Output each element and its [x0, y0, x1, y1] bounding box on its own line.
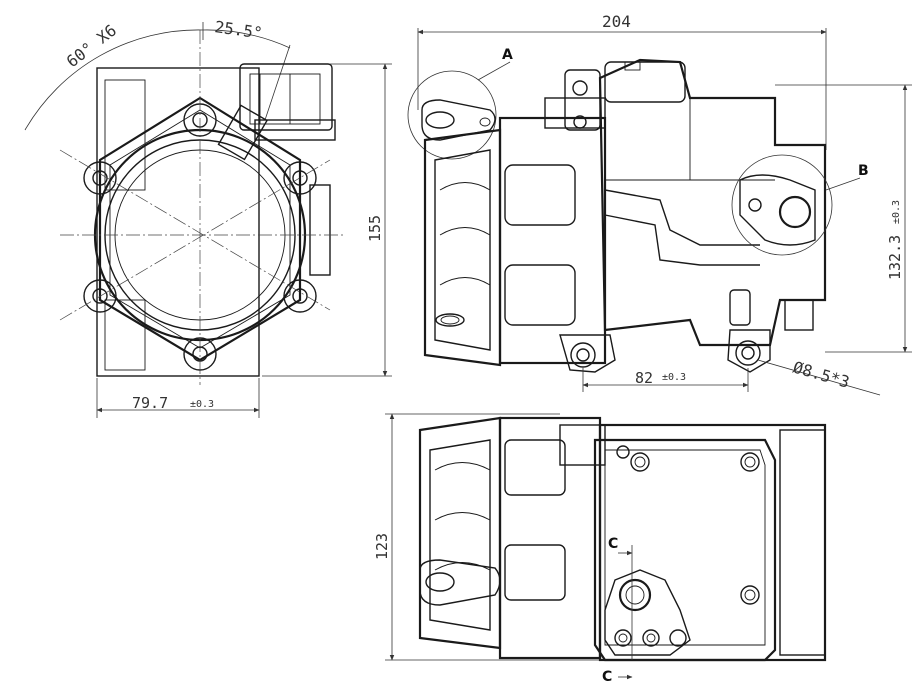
height-front-label: 155	[366, 215, 384, 242]
detail-b-circle	[731, 154, 833, 256]
length-top-label: 204	[602, 12, 631, 31]
height-bottom-label: 123	[373, 533, 391, 560]
height-side-label: 132.3	[886, 235, 904, 280]
mount-spacing-label: 82	[635, 369, 653, 387]
width-front-label: 79.7	[132, 394, 168, 412]
side-view	[407, 28, 912, 396]
height-side-group: 132.3 ±0.3	[886, 200, 904, 280]
width-front-tol: ±0.3	[190, 399, 214, 410]
front-view	[24, 22, 392, 418]
mount-spacing-tol: ±0.3	[662, 372, 686, 383]
bottom-view	[385, 413, 827, 680]
section-c-top-label: C	[608, 536, 618, 552]
detail-b-label: B	[858, 163, 869, 179]
angle-offset-label: 25.5°	[213, 17, 263, 43]
angle-pattern-label: 60° X6	[63, 21, 120, 72]
height-side-tol: ±0.3	[891, 200, 902, 224]
section-c-bottom-label: C	[602, 669, 612, 685]
detail-a-circle	[407, 70, 497, 160]
inverter-cover	[593, 438, 777, 662]
front-body-outline	[96, 67, 260, 377]
hole-diameter-label: Ø8.5*3	[791, 358, 852, 392]
angle-arc-25	[202, 29, 291, 49]
angle-arc-60	[24, 29, 204, 131]
detail-a-label: A	[502, 47, 513, 63]
